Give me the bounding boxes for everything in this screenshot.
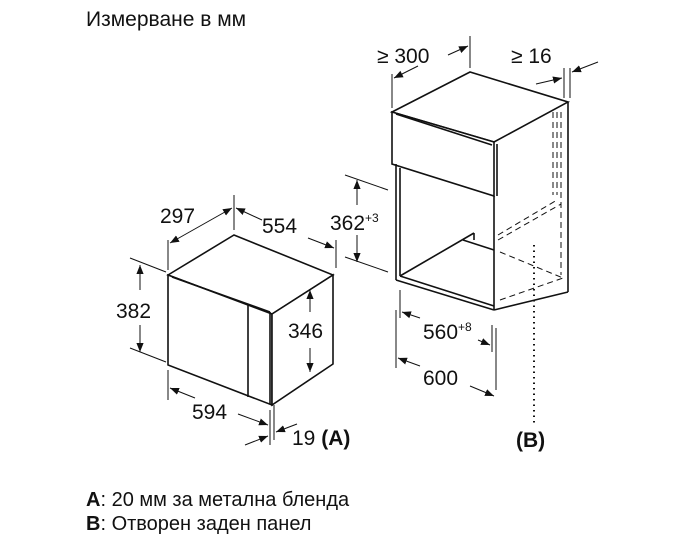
dim-width-554: 554 xyxy=(262,215,297,238)
legend-text-a: : 20 мм за метална бленда xyxy=(100,489,350,511)
dim-height-382: 382 xyxy=(116,300,151,323)
cabinet-dimension-lines xyxy=(344,36,599,397)
cabinet-hidden-lines xyxy=(497,112,564,301)
dim-rear-gap-16: ≥ 16 xyxy=(511,45,552,68)
legend-item-a: A: 20 мм за метална бленда xyxy=(86,488,349,512)
dim-panel-19: 19 (A) xyxy=(292,427,350,450)
dim-width-594: 594 xyxy=(192,401,227,424)
legend-text-b: : Отворен заден панел xyxy=(100,513,312,535)
cabinet-drawing xyxy=(389,71,571,311)
dim-top-depth-300: ≥ 300 xyxy=(377,45,429,68)
dim-niche-width-560: 560+8 xyxy=(423,320,472,344)
diagram-title: Измерване в мм xyxy=(86,8,247,31)
appliance-drawing xyxy=(166,234,335,407)
legend-key-a: A xyxy=(86,489,101,511)
legend-key-b: B xyxy=(86,513,101,535)
legend-item-b: B: Отворен заден панел xyxy=(86,512,349,536)
dim-cabinet-width-600: 600 xyxy=(423,367,458,390)
dim-niche-height-362: 362+3 xyxy=(330,211,379,235)
appliance-dimension-lines xyxy=(129,195,337,446)
dim-inner-height-346: 346 xyxy=(288,320,323,343)
dim-depth-297: 297 xyxy=(160,205,195,228)
legend: A: 20 мм за метална бленда B: Отворен за… xyxy=(86,488,349,536)
rear-panel-marker-b: (B) xyxy=(516,429,545,452)
